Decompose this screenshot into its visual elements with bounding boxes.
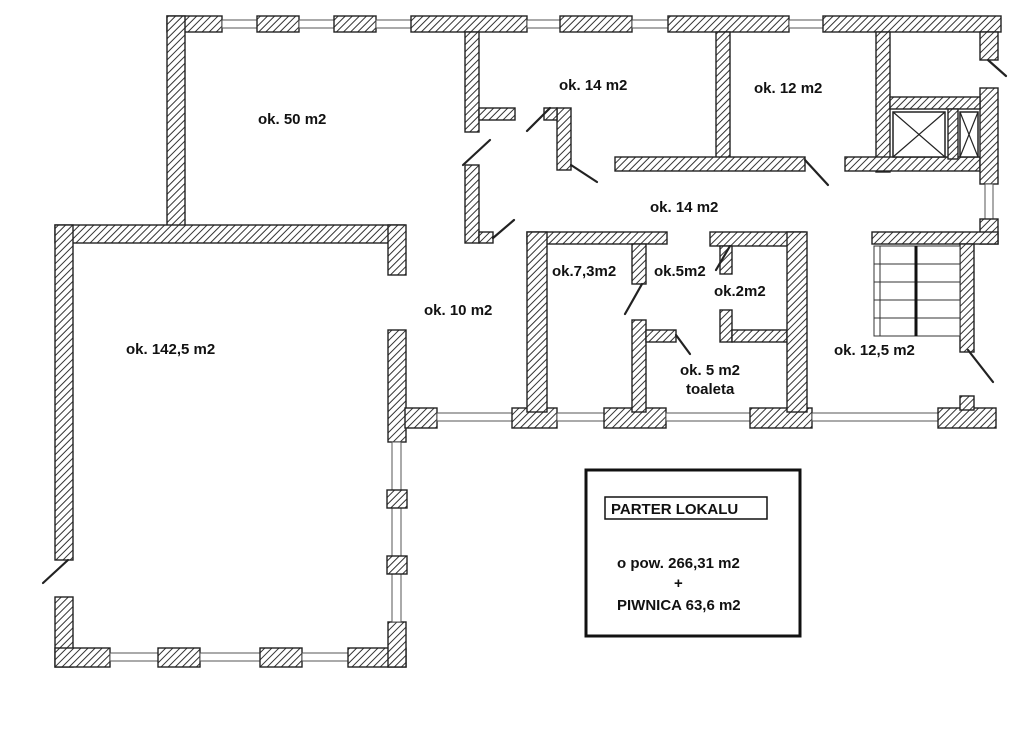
room-label-12: ok. 12 m2 — [754, 80, 822, 97]
legend: PARTER LOKALU o pow. 266,31 m2 + PIWNICA… — [584, 468, 802, 638]
interior-walls-lower — [526, 231, 999, 413]
room-label-toilet: toaleta — [686, 381, 735, 398]
staircase — [873, 245, 961, 337]
room-label-50: ok. 50 m2 — [258, 111, 326, 128]
interior-walls-upper — [464, 31, 999, 245]
room-label-10: ok. 10 m2 — [424, 302, 492, 319]
room-label-142-5: ok. 142,5 m2 — [126, 341, 215, 358]
room-label-14-upper: ok. 14 m2 — [559, 77, 627, 94]
room-label-5-toilet: ok. 5 m2 — [680, 362, 740, 379]
legend-plus: + — [674, 575, 683, 592]
room-label-7-3: ok.7,3m2 — [552, 263, 616, 280]
room-label-5: ok.5m2 — [654, 263, 706, 280]
legend-area: o pow. 266,31 m2 — [617, 555, 740, 572]
legend-basement: PIWNICA 63,6 m2 — [617, 597, 741, 614]
legend-title: PARTER LOKALU — [611, 501, 738, 518]
room-label-2: ok.2m2 — [714, 283, 766, 300]
room-label-14-corridor: ok. 14 m2 — [650, 199, 718, 216]
legend-title-frame — [604, 496, 768, 520]
room-labels: ok. 50 m2 ok. 14 m2 ok. 12 m2 ok. 14 m2 … — [126, 77, 915, 398]
room-label-12-5: ok. 12,5 m2 — [834, 342, 915, 359]
elevator-shaft — [889, 96, 981, 160]
door-swings — [41, 58, 1008, 585]
hall-142-walls — [54, 224, 408, 668]
south-wall — [404, 395, 997, 429]
north-wall — [166, 15, 1002, 33]
room-50-walls — [166, 15, 186, 227]
